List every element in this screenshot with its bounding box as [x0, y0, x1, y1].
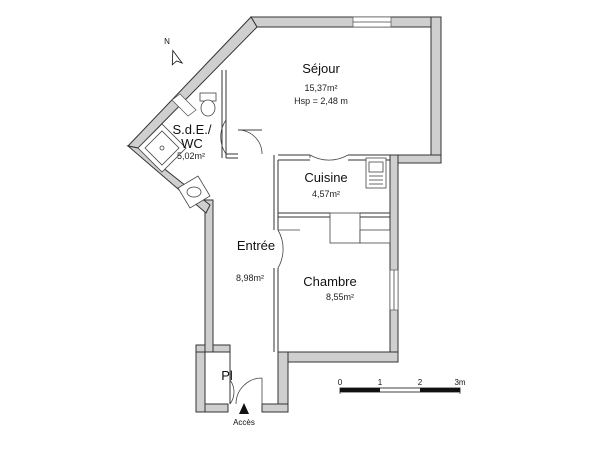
room-area-sejour: 15,37m²: [304, 83, 337, 93]
scale-tick-2: 2: [418, 378, 423, 387]
door-sejour: [237, 129, 263, 155]
room-name-sde-line2: WC: [181, 136, 203, 151]
scale-tick-1: 1: [378, 378, 383, 387]
north-label: N: [164, 37, 170, 46]
scale-tick-3: 3m: [454, 378, 465, 387]
wall-right-sejour: [430, 16, 442, 164]
room-name-sde-line1: S.d.E./: [172, 122, 211, 137]
wall-placard-left: [195, 344, 206, 413]
fixtures: [137, 92, 391, 244]
door-placard: [229, 379, 235, 405]
kitchen-sink-fixture: [365, 157, 387, 189]
wall-right-lower: [389, 154, 399, 363]
room-name-cuisine: Cuisine: [304, 170, 347, 185]
room-name-sejour: Séjour: [302, 61, 340, 76]
wall-entrance-right: [277, 351, 289, 413]
room-labels: Séjour 15,37m² Hsp = 2,48 m Cuisine 4,57…: [172, 61, 356, 383]
washbasin-fixture: [177, 175, 211, 209]
doors: [220, 119, 349, 405]
windows: [171, 16, 399, 311]
access-label: Accès: [233, 418, 255, 427]
access-arrow-icon: [239, 403, 249, 414]
north-indicator: N: [164, 37, 184, 66]
wall-bottom-chambre: [277, 351, 399, 363]
wall-entrance-bottom-right: [261, 403, 289, 413]
toilet-fixture: [199, 92, 217, 117]
placard-label: Pl: [221, 368, 233, 383]
north-arrow-icon: [171, 49, 184, 66]
wall-left-entree: [204, 199, 214, 353]
cabinet-fixture: [329, 212, 391, 244]
room-area-entree: 8,98m²: [236, 273, 264, 283]
room-area-cuisine: 4,57m²: [312, 189, 340, 199]
room-name-chambre: Chambre: [303, 274, 356, 289]
scale-bar: 0 1 2 3m: [338, 378, 466, 394]
door-entrance: [235, 377, 263, 405]
scale-bar-segment: [420, 388, 460, 392]
room-height-sejour: Hsp = 2,48 m: [294, 96, 348, 106]
shower-fixture: [137, 123, 187, 173]
door-cuisine: [309, 154, 349, 161]
access-marker: Accès: [233, 403, 255, 427]
scale-tick-0: 0: [338, 378, 343, 387]
room-area-sde: 5,02m²: [177, 151, 205, 161]
exterior-walls: [126, 16, 442, 413]
door-sde: [220, 119, 227, 155]
scale-bar-segment: [340, 388, 380, 392]
room-area-chambre: 8,55m²: [326, 292, 354, 302]
room-name-entree: Entrée: [237, 238, 275, 253]
window-sde-diagonal: [171, 93, 197, 117]
door-chambre: [277, 229, 300, 269]
wall-top: [250, 16, 442, 28]
